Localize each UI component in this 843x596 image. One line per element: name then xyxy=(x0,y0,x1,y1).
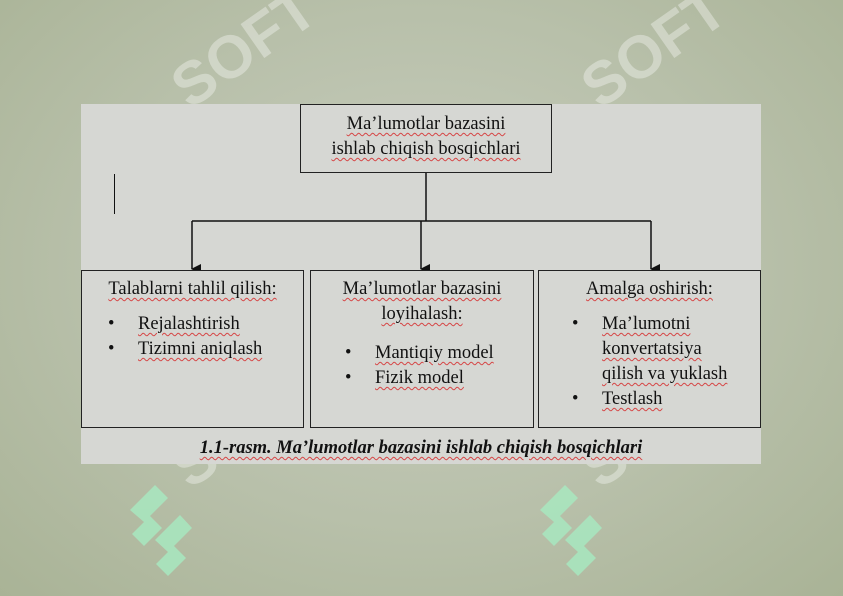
root-title-line2: ishlab chiqish bosqichlari xyxy=(331,139,521,159)
list-item: Rejalashtirish xyxy=(108,312,303,337)
stage-title: Talablarni tahlil qilish: xyxy=(108,279,277,299)
list-item: Testlash xyxy=(572,387,760,412)
stage-list: Mantiqiy model Fizik model xyxy=(311,341,533,391)
list-item: Fizik model xyxy=(345,366,533,391)
stage-box-implementation: Amalga oshirish: Ma’lumotni konvertatsiy… xyxy=(538,270,761,428)
stage-list: Rejalashtirish Tizimni aniqlash xyxy=(82,312,303,362)
stage-list: Ma’lumotni konvertatsiya qilish va yukla… xyxy=(539,312,760,412)
stage-title-line2: loyihalash: xyxy=(381,304,463,324)
text-cursor xyxy=(114,174,115,214)
stage-title: Amalga oshirish: xyxy=(586,279,713,299)
list-item: Tizimni aniqlash xyxy=(108,337,303,362)
list-item: Ma’lumotni konvertatsiya qilish va yukla… xyxy=(572,312,760,387)
watermark-logo-icon xyxy=(130,485,192,576)
stage-box-design: Ma’lumotlar bazasini loyihalash: Mantiqi… xyxy=(310,270,534,428)
root-title-line1: Ma’lumotlar bazasini xyxy=(346,114,506,134)
list-item: Mantiqiy model xyxy=(345,341,533,366)
stage-box-requirements: Talablarni tahlil qilish: Rejalashtirish… xyxy=(81,270,304,428)
figure-caption: 1.1-rasm. Ma’lumotlar bazasini ishlab ch… xyxy=(199,438,643,458)
root-box: Ma’lumotlar bazasini ishlab chiqish bosq… xyxy=(300,104,552,173)
watermark-logo-icon xyxy=(540,485,602,576)
stage-title-line1: Ma’lumotlar bazasini xyxy=(342,279,502,299)
